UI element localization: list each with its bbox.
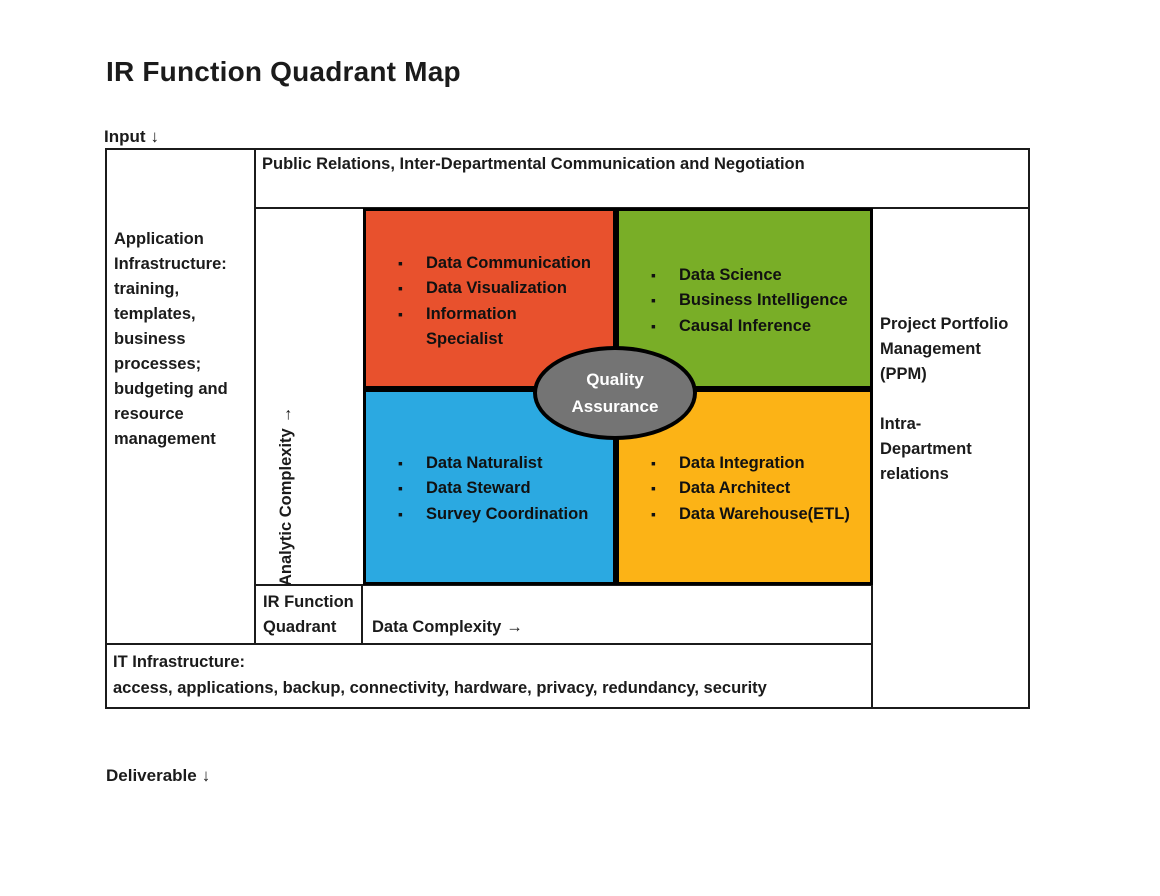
quadrant-item: Data Visualization — [396, 276, 601, 302]
quadrant-bottom-right-list: Data IntegrationData ArchitectData Wareh… — [649, 451, 854, 527]
deliverable-label: Deliverable↓ — [106, 746, 210, 786]
input-label: Input↓ — [104, 107, 159, 147]
quadrant-item: Data Warehouse(ETL) — [649, 502, 854, 528]
quadrant-item: Data Architect — [649, 476, 854, 502]
quadrant-item: Business Intelligence — [649, 288, 854, 314]
right-arrow-icon: → — [506, 618, 523, 636]
input-label-text: Input — [104, 127, 146, 146]
quadrant-top-left-list: Data CommunicationData VisualizationInfo… — [396, 251, 601, 352]
quadrant-item: Data Science — [649, 263, 854, 289]
cell-public-relations: Public Relations, Inter-Departmental Com… — [262, 155, 805, 173]
quadrant-bottom-left-list: Data NaturalistData StewardSurvey Coordi… — [396, 451, 601, 527]
grid-line — [254, 148, 256, 645]
down-arrow-icon: ↓ — [150, 127, 160, 146]
quadrant-item: Data Integration — [649, 451, 854, 477]
deliverable-label-text: Deliverable — [106, 766, 197, 785]
quadrant-item: Information Specialist — [396, 302, 601, 353]
x-axis-label: Data Complexity→ — [372, 590, 523, 640]
grid-line — [254, 584, 873, 586]
down-arrow-icon: ↓ — [201, 766, 211, 785]
right-arrow-icon: → — [277, 406, 295, 424]
page-title: IR Function Quadrant Map — [106, 56, 461, 87]
quadrant-item: Data Naturalist — [396, 451, 601, 477]
table-frame — [105, 148, 1030, 709]
quadrant-bottom-right: Data IntegrationData ArchitectData Wareh… — [616, 389, 873, 585]
grid-line — [105, 643, 873, 645]
cell-it-infrastructure: IT Infrastructure: access, applications,… — [113, 653, 767, 697]
grid-line — [361, 584, 363, 645]
y-axis-label-text: Analytic Complexity — [277, 428, 295, 586]
quadrant-top-right-list: Data ScienceBusiness IntelligenceCausal … — [649, 263, 854, 339]
quadrant-item: Survey Coordination — [396, 502, 601, 528]
x-axis-label-text: Data Complexity — [372, 618, 502, 636]
cell-project-portfolio-management: Project Portfolio Management (PPM) — [880, 315, 1009, 383]
cell-ir-function-quadrant: IR Function Quadrant — [263, 593, 354, 636]
quadrant-item: Data Communication — [396, 251, 601, 277]
cell-intra-department-relations: Intra- Department relations — [880, 415, 972, 483]
quality-assurance-label: Quality Assurance — [571, 370, 659, 416]
cell-application-infrastructure: Application Infrastructure: training, te… — [114, 230, 228, 448]
y-axis-label: Analytic Complexity → — [258, 376, 295, 586]
quadrant-item: Causal Inference — [649, 314, 854, 340]
quality-assurance-ellipse: Quality Assurance — [533, 346, 697, 440]
quadrant-item: Data Steward — [396, 476, 601, 502]
